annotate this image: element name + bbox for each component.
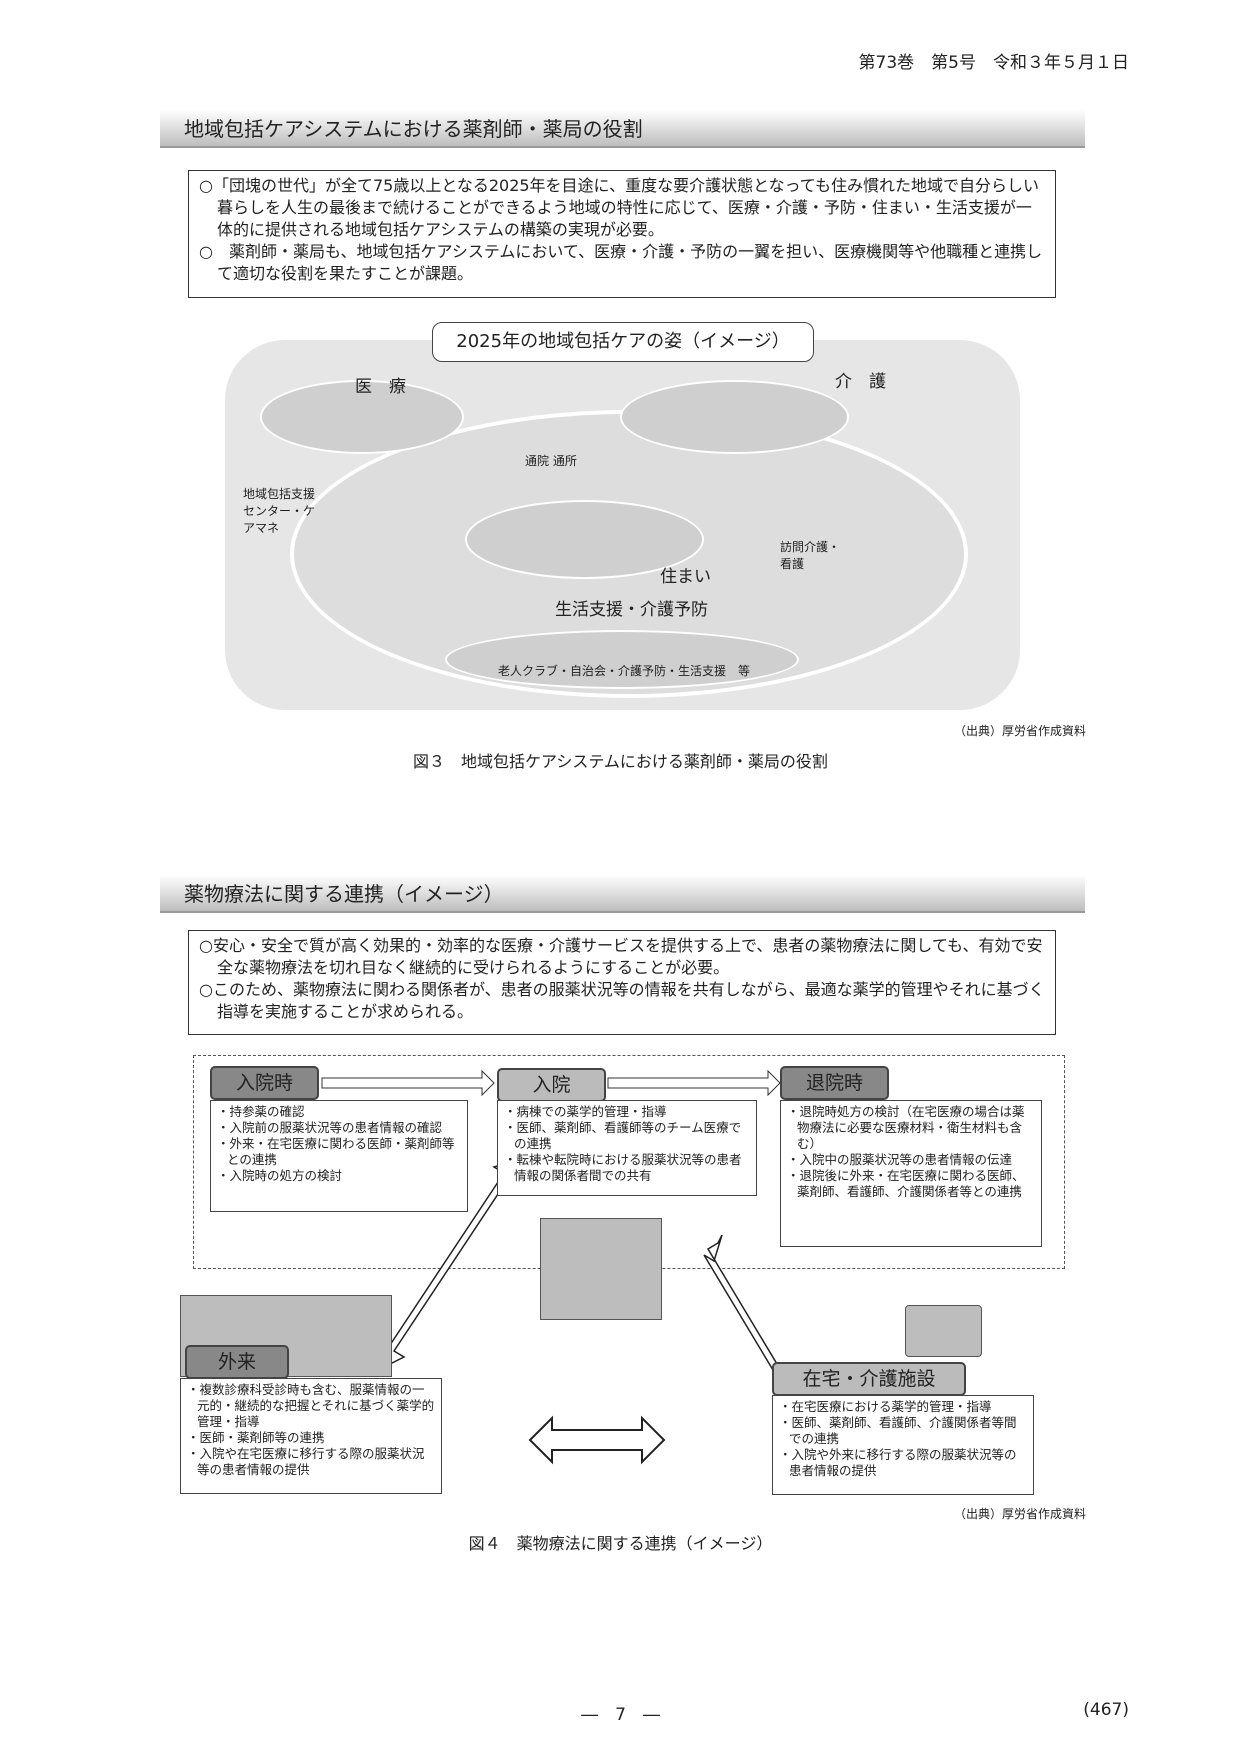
care-ellipse: [620, 380, 849, 454]
source-note: （出典）厚労省作成資料: [953, 1507, 1086, 1521]
item: ・在宅医療における薬学的管理・指導: [779, 1399, 992, 1414]
community-label: 老人クラブ・自治会・介護予防・生活支援 等: [498, 664, 751, 678]
stage-tag: 在宅・介護施設: [772, 1362, 966, 1396]
bullet: ○「団塊の世代」が全て75歳以上となる2025年を目途に、重度な要介護状態となっ…: [199, 176, 1040, 239]
care-label: 介 護: [835, 372, 886, 392]
stage-box: ・複数診療科受診時も含む、服薬情報の一元的・継続的な把握とそれに基づく薬学的管理…: [180, 1378, 442, 1494]
stage-box: ・在宅医療における薬学的管理・指導・医師、薬剤師、看護師、介護関係者等間での連携…: [772, 1395, 1034, 1495]
stage-box: ・退院時処方の検討（在宅医療の場合は薬物療法に必要な医療材料・衛生材料も含む）・…: [780, 1100, 1042, 1247]
item: ・医師、薬剤師、看護師等のチーム医療での連携: [504, 1120, 742, 1151]
section-heading-1: 地域包括ケアシステムにおける薬剤師・薬局の役割: [160, 110, 1085, 148]
center-label: 地域包括支援センター・ケアマネ: [243, 487, 316, 535]
item: ・医師、薬剤師、看護師、介護関係者等間での連携: [779, 1415, 1017, 1446]
pharmacy-building-icon: [540, 1218, 662, 1320]
item: ・外来・在宅医療に関わる医師・薬剤師等との連携: [217, 1136, 455, 1167]
item: ・入院や在宅医療に移行する際の服薬状況等の患者情報の提供: [187, 1446, 425, 1477]
home-label: 住まい: [660, 567, 711, 587]
commute-label: 通院 通所: [525, 454, 577, 468]
item: ・医師・薬剤師等の連携: [187, 1430, 325, 1445]
item: ・入院中の服薬状況等の患者情報の伝達: [787, 1152, 1013, 1167]
item: ・入院や外来に移行する際の服薬状況等の患者情報の提供: [779, 1447, 1017, 1478]
item: ・転棟や転院時における服薬状況等の患者情報の関係者間での共有: [504, 1152, 742, 1183]
community-ellipse: [445, 630, 799, 689]
bullet: ○安心・安全で質が高く効果的・効率的な医療・介護サービスを提供する上で、患者の薬…: [199, 936, 1043, 977]
summary-box-1: ○「団塊の世代」が全て75歳以上となる2025年を目途に、重度な要介護状態となっ…: [188, 170, 1056, 298]
item: ・入院時の処方の検討: [217, 1168, 343, 1183]
figure-title: 2025年の地域包括ケアの姿（イメージ）: [432, 322, 814, 362]
item: ・退院時処方の検討（在宅医療の場合は薬物療法に必要な医療材料・衛生材料も含む）: [787, 1104, 1025, 1151]
medical-ellipse: [260, 380, 464, 454]
care-system-figure: 医 療 介 護 地域包括支援センター・ケアマネ 通院 通所 訪問介護・看護 住ま…: [225, 340, 1020, 710]
stage-tag: 外来: [185, 1345, 289, 1379]
support-label: 生活支援・介護予防: [555, 600, 708, 620]
bullet: ○このため、薬物療法に関わる関係者が、患者の服薬状況等の情報を共有しながら、最適…: [199, 980, 1045, 1021]
stage-box: ・持参薬の確認・入院前の服薬状況等の患者情報の確認・外来・在宅医療に関わる医師・…: [210, 1100, 468, 1212]
visit-label: 訪問介護・看護: [780, 540, 841, 571]
item: ・病棟での薬学的管理・指導: [504, 1104, 667, 1119]
item: ・入院前の服薬状況等の患者情報の確認: [217, 1120, 443, 1135]
bullet: ○ 薬剤師・薬局も、地域包括ケアシステムにおいて、医療・介護・予防の一翼を担い、…: [199, 242, 1043, 283]
figure-caption: 図３ 地域包括ケアシステムにおける薬剤師・薬局の役割: [413, 752, 828, 771]
journal-page-number: (467): [1083, 1700, 1129, 1720]
page-number: ― 7 ―: [581, 1705, 660, 1725]
source-note: （出典）厚労省作成資料: [953, 724, 1086, 738]
home-icon: [905, 1305, 982, 1357]
item: ・退院後に外来・在宅医療に関わる医師、薬剤師、看護師、介護関係者等との連携: [787, 1168, 1025, 1199]
stage-box: ・病棟での薬学的管理・指導・医師、薬剤師、看護師等のチーム医療での連携・転棟や転…: [497, 1100, 757, 1196]
home-ellipse: [465, 500, 704, 579]
right-arrow-icon: [321, 1069, 495, 1097]
double-arrow-icon: [528, 1415, 666, 1465]
stage-tag: 入院時: [210, 1066, 319, 1100]
medical-label: 医 療: [355, 377, 406, 397]
item: ・持参薬の確認: [217, 1104, 305, 1119]
figure-caption: 図４ 薬物療法に関する連携（イメージ）: [468, 1534, 773, 1553]
stage-tag: 退院時: [780, 1066, 889, 1100]
item: ・複数診療科受診時も含む、服薬情報の一元的・継続的な把握とそれに基づく薬学的管理…: [187, 1382, 435, 1429]
summary-box-2: ○安心・安全で質が高く効果的・効率的な医療・介護サービスを提供する上で、患者の薬…: [188, 930, 1056, 1035]
right-arrow-icon: [607, 1069, 781, 1097]
section-heading-2: 薬物療法に関する連携（イメージ）: [160, 875, 1085, 913]
journal-header: 第73巻 第5号 令和３年５月１日: [858, 53, 1129, 73]
